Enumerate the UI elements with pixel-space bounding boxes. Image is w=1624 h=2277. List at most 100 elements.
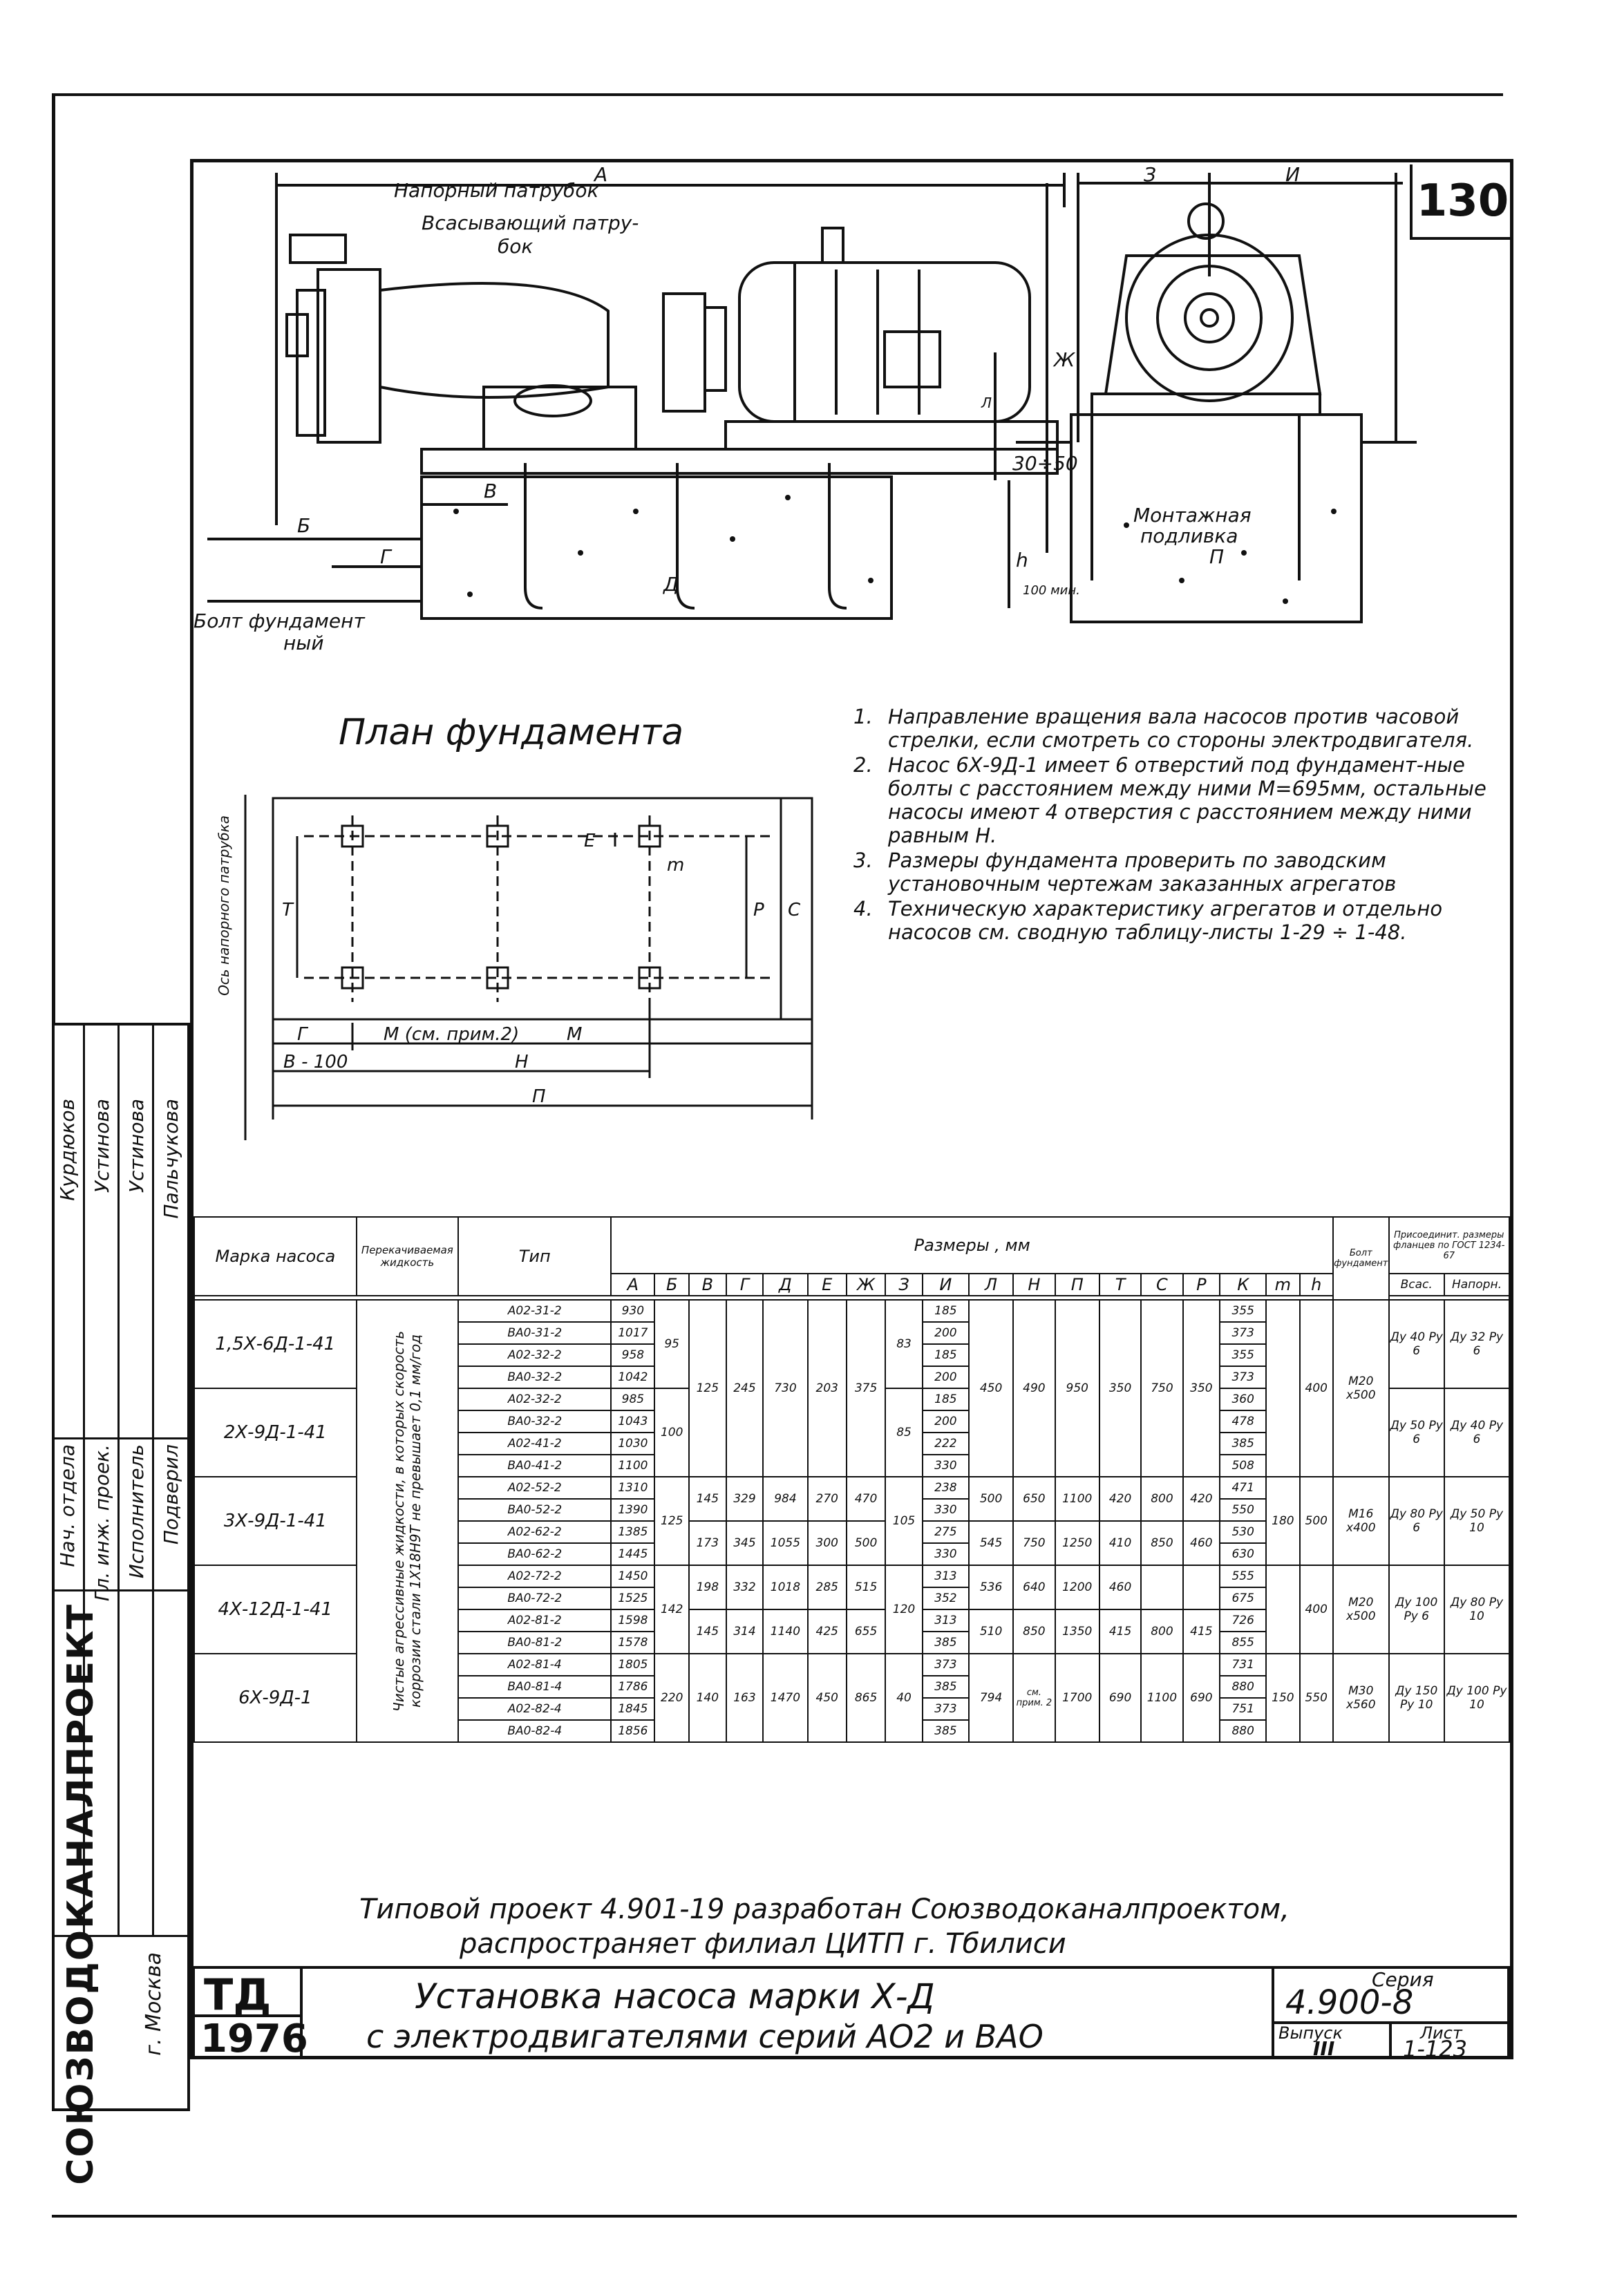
- dim-header: Н: [1012, 1273, 1056, 1296]
- top-border-line: [52, 93, 1503, 96]
- signature-strip: [52, 1023, 190, 2111]
- note-item: 4.Техническую характеристику агрегатов и…: [853, 897, 1443, 944]
- note-item: 1.Направление вращения вала насосов прот…: [853, 705, 1474, 752]
- dim-header: Е: [806, 1273, 847, 1296]
- dim-zh: Ж: [1052, 348, 1076, 371]
- label-foundation-bolt-1: Болт фундамент: [193, 610, 365, 632]
- col-brand: Марка насоса: [193, 1216, 357, 1296]
- plan-dim-r: Р: [753, 900, 764, 920]
- sheet-number: 130: [1410, 164, 1513, 240]
- name-head: Курдюков: [56, 1099, 79, 1201]
- dim-v: В: [484, 480, 497, 502]
- dim-header: А: [610, 1273, 656, 1296]
- dim-header: Р: [1182, 1273, 1221, 1296]
- td-box: [192, 1966, 303, 2059]
- drawing-frame: [190, 159, 1513, 2059]
- col-suction: Всас.: [1388, 1273, 1445, 1296]
- pump-brand: 3Х-9Д-1-41: [193, 1476, 357, 1566]
- organization-name: СОЮЗВОДОКАНАЛПРОЕКТ: [60, 1603, 102, 2185]
- dim-header: m: [1265, 1273, 1301, 1296]
- footer-line-1: Типовой проект 4.901-19 разработан Союзв…: [359, 1893, 1290, 1925]
- dim-header: Л: [967, 1273, 1014, 1296]
- col-sizes: Размеры , мм: [610, 1216, 1334, 1274]
- liquid-description: Чистые агрессивные жидкости, в которых с…: [355, 1299, 460, 1743]
- plan-dim-v100: В - 100: [283, 1052, 348, 1073]
- dim-p: П: [1209, 545, 1224, 568]
- note-item: 2.Насос 6Х-9Д-1 имеет 6 отверстий под фу…: [853, 753, 1486, 847]
- label-suction-nozzle-1: Всасывающий патру-: [422, 211, 639, 234]
- role-head: Нач. отдела: [56, 1444, 79, 1567]
- col-type: Тип: [457, 1216, 612, 1296]
- dim-l: Л: [981, 395, 992, 411]
- label-pressure-nozzle: Напорный патрубок: [394, 179, 598, 202]
- name-checker: Пальчукова: [160, 1099, 182, 1219]
- table-row: 1,5Х-6Д-1-41 Чистые агрессивные жидкости…: [193, 1299, 1511, 1743]
- pump-brand: 2Х-9Д-1-41: [193, 1388, 357, 1477]
- col-pressure: Напорн.: [1443, 1273, 1511, 1296]
- title-line-2: с электродвигателями серий АО2 и ВАО: [366, 2018, 1044, 2055]
- signature-grid: Нач. отдела Гл. инж. проек. Исполнитель …: [52, 1023, 190, 2185]
- dim-header: Г: [725, 1273, 764, 1296]
- issue-value: III: [1313, 2037, 1335, 2060]
- dim-30-50: 30÷50: [1012, 452, 1078, 475]
- year-label: 1976: [200, 2016, 308, 2061]
- sheet-value: 1-123: [1403, 2036, 1467, 2062]
- name-chief-engineer: Устинова: [91, 1099, 113, 1193]
- dim-z: З: [1144, 166, 1156, 186]
- dim-i: И: [1285, 166, 1300, 186]
- left-border-line: [52, 93, 55, 1023]
- series-value: 4.900-8: [1285, 1983, 1414, 2022]
- series-label: Серия: [1372, 1968, 1434, 1991]
- specification-table: Марка насоса Перекачиваемая жидкость Тип…: [193, 1216, 1511, 1743]
- dim-100-min: 100 мин.: [1023, 583, 1080, 598]
- issue-label: Выпуск: [1278, 2023, 1343, 2043]
- plan-dim-e: Е: [584, 831, 596, 851]
- dim-header: В: [688, 1273, 727, 1296]
- pump-assembly-drawing: Напорный патрубок Всасывающий патру- бок…: [193, 166, 1417, 654]
- dim-header: Б: [654, 1273, 690, 1296]
- dim-header: П: [1054, 1273, 1100, 1296]
- notes-list: 1.Направление вращения вала насосов прот…: [853, 705, 1507, 945]
- sheet-label: Лист: [1420, 2023, 1462, 2043]
- dim-b: Б: [297, 514, 310, 537]
- label-suction-nozzle-2: бок: [498, 235, 533, 258]
- col-liquid: Перекачиваемая жидкость: [355, 1216, 460, 1296]
- role-chief-engineer: Гл. инж. проек.: [91, 1444, 113, 1602]
- dim-header: Т: [1098, 1273, 1142, 1296]
- dim-header: Ж: [845, 1273, 887, 1296]
- title-line-1: Установка насоса марки Х-Д: [415, 1976, 935, 2016]
- label-grout-2: подливка: [1140, 525, 1238, 547]
- plan-dim-g: Г: [297, 1024, 309, 1045]
- plan-title: План фундамента: [339, 712, 684, 753]
- role-checker: Подверил: [160, 1444, 182, 1545]
- pump-brand: 4Х-12Д-1-41: [193, 1565, 357, 1654]
- footer-line-2: распространяет филиал ЦИТП г. Тбилиси: [460, 1928, 1066, 1960]
- dim-header: И: [921, 1273, 970, 1296]
- plan-dim-s: С: [788, 900, 801, 920]
- dim-h: h: [1016, 549, 1028, 571]
- plan-dim-m-note: М (см. прим.2): [384, 1024, 519, 1045]
- plan-dim-m-small: m: [667, 855, 684, 876]
- col-bolt: Болт фундамент: [1332, 1216, 1390, 1301]
- footer-divider: [193, 1966, 1510, 1969]
- label-grout-1: Монтажная: [1133, 504, 1252, 527]
- plan-dim-t: Т: [282, 900, 294, 920]
- foundation-plan-drawing: Г М (см. прим.2) М В - 100 Н П Т Р С Е m: [244, 795, 813, 1140]
- td-divider: [192, 2014, 303, 2017]
